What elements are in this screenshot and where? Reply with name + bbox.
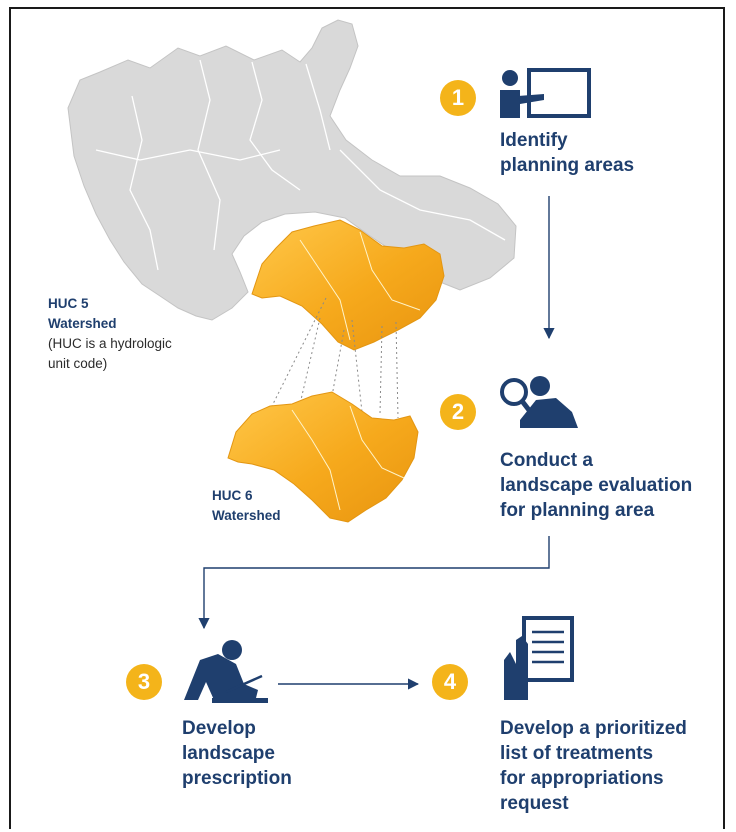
huc5-watershed-map [67, 19, 517, 321]
huc6-watershed-map [227, 391, 419, 523]
step-3-title: Develop landscape prescription [182, 718, 292, 789]
step-4-badge: 4 [432, 664, 468, 700]
step-2-badge: 2 [440, 394, 476, 430]
arrow-step2-to-step3 [198, 536, 550, 630]
huc5-label: HUC 5 Watershed (HUC is a hydrologic uni… [48, 296, 172, 371]
teacher-board-icon [500, 68, 591, 118]
flow-arrows [198, 196, 555, 690]
step-1-title: Identify planning areas [500, 130, 635, 176]
step-1-badge: 1 [440, 80, 476, 116]
step-3-badge: 3 [126, 664, 162, 700]
hand-document-icon [504, 616, 574, 700]
magnifier-person-icon [500, 376, 578, 428]
step-4-title: Develop a prioritized list of treatments… [500, 718, 687, 814]
huc6-label: HUC 6 Watershed [212, 488, 281, 523]
person-writing-icon [184, 640, 268, 703]
zoom-connector-lines [271, 297, 399, 419]
huc5-highlighted-subwatershed [251, 219, 445, 351]
step-2-title: Conduct a landscape evaluation for plann… [500, 450, 693, 521]
